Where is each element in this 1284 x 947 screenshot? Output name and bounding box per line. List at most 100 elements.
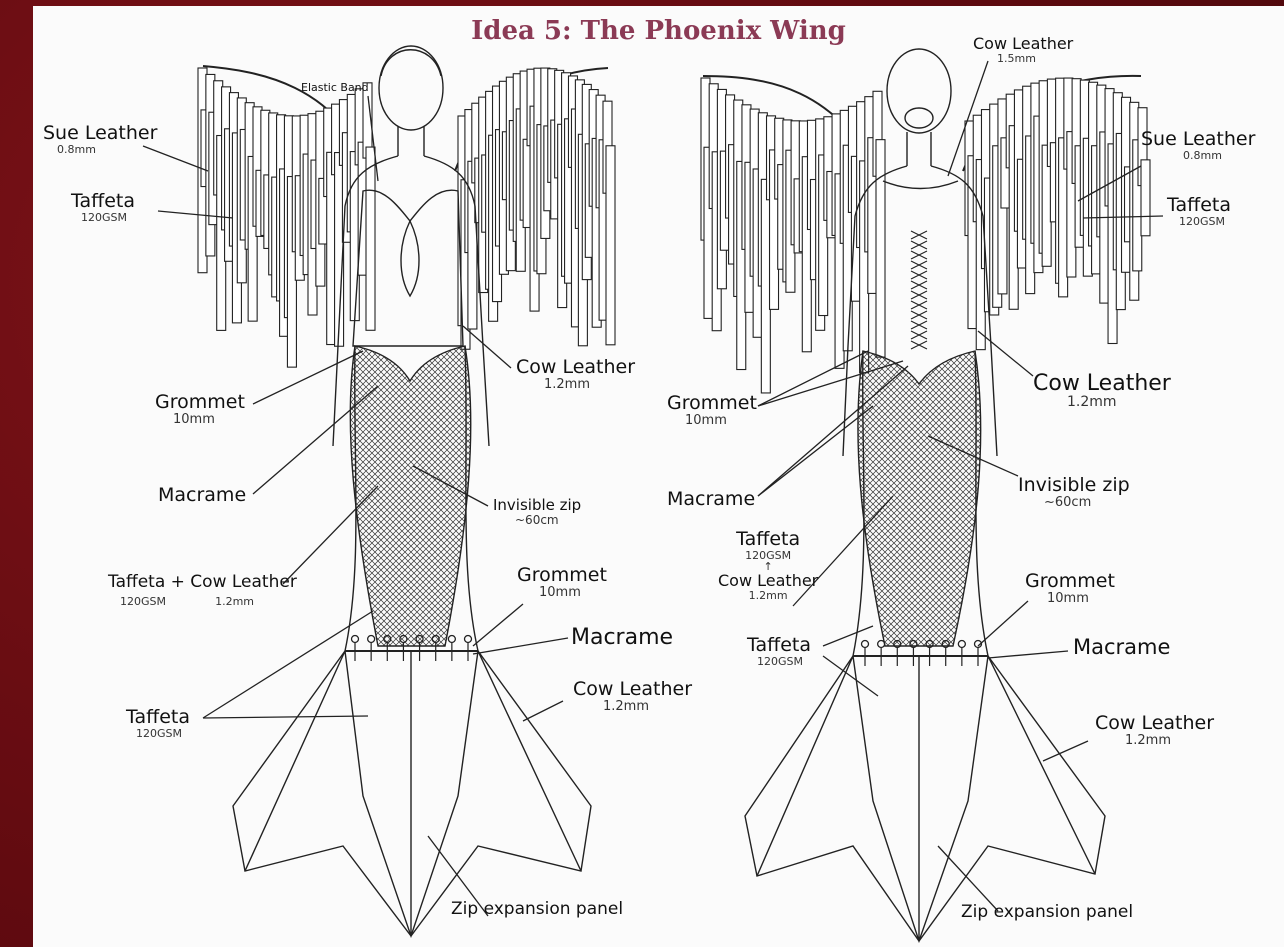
label-text: Taffeta: [71, 192, 135, 212]
label-spec: 120GSM: [1167, 216, 1231, 228]
label-text: Macrame: [1073, 636, 1170, 658]
label-back-cow-leather-waist: Cow Leather 1.2mm: [1033, 372, 1171, 410]
label-back-grommet-top: Grommet 10mm: [667, 394, 757, 428]
label-front-taffeta-cow: Taffeta + Cow Leather 120GSM 1.2mm: [108, 574, 297, 609]
label-text: Grommet: [517, 566, 607, 586]
label-text: Grommet: [667, 394, 757, 414]
front-right-wing: [455, 68, 615, 349]
label-back-taffeta-cow: Taffeta 120GSM ↑ Cow Leather 1.2mm: [718, 530, 818, 601]
grommet: [862, 641, 869, 648]
label-front-invisible-zip: Invisible zip ~60cm: [493, 498, 581, 526]
label-spec: 0.8mm: [1141, 150, 1255, 162]
corset-lace: [911, 261, 927, 269]
label-text: Cow Leather: [516, 358, 635, 378]
label-spec: 10mm: [1025, 592, 1115, 606]
label-back-invisible-zip: Invisible zip ~60cm: [1018, 476, 1130, 510]
label-spec: 10mm: [667, 414, 757, 428]
label-text: Macrame: [158, 486, 246, 506]
feather: [1141, 160, 1150, 236]
corset-lace: [911, 231, 927, 239]
label-spec: 120GSM: [126, 728, 190, 740]
grommet: [352, 636, 359, 643]
label-front-taffeta-bottom: Taffeta 120GSM: [126, 708, 190, 739]
grommet: [878, 641, 885, 648]
label-spec: 0.8mm: [43, 144, 157, 156]
back-left-wing: [701, 76, 885, 393]
label-text: Taffeta: [1167, 196, 1231, 216]
corset-lace: [911, 321, 927, 329]
grommet: [448, 636, 455, 643]
label-text: Macrame: [667, 490, 755, 510]
label-spec: ~60cm: [493, 514, 581, 527]
label-spec: 1.5mm: [973, 53, 1073, 65]
label-text: Cow Leather: [973, 36, 1073, 53]
corset-lace: [911, 341, 927, 349]
corset-lace: [911, 251, 927, 259]
label-spec: 120GSM: [71, 212, 135, 224]
corset-lace: [911, 311, 927, 319]
label-front-cow-leather-waist: Cow Leather 1.2mm: [516, 358, 635, 392]
label-text: Invisible zip: [1018, 476, 1130, 496]
label-text: Sue Leather: [1141, 130, 1255, 150]
label-front-taffeta-top: Taffeta 120GSM: [71, 192, 135, 223]
label-text: Grommet: [1025, 572, 1115, 592]
label-text: Cow Leather: [1033, 372, 1171, 395]
grommet: [958, 641, 965, 648]
label-spec: 1.2mm: [718, 590, 818, 602]
design-sheet: Idea 5: The Phoenix Wing: [33, 6, 1284, 947]
label-front-zip-panel: Zip expansion panel: [451, 901, 623, 919]
label-back-macrame-mid: Macrame: [667, 490, 755, 510]
label-spec: 120GSM: [108, 596, 166, 608]
front-view-figure: [198, 46, 615, 936]
label-text: Invisible zip: [493, 498, 581, 514]
label-spec: 120GSM: [747, 656, 811, 668]
corset-lace: [911, 281, 927, 289]
grommet: [368, 636, 375, 643]
label-spec: ~60cm: [1018, 496, 1130, 510]
label-front-elastic-band: Elastic Band: [301, 82, 369, 94]
label-text: Sue Leather: [43, 124, 157, 144]
label-back-cow-leather-tail: Cow Leather 1.2mm: [1095, 714, 1214, 748]
label-text: Zip expansion panel: [451, 901, 623, 919]
label-back-taffeta-top: Taffeta 120GSM: [1167, 196, 1231, 227]
label-text: Cow Leather: [1095, 714, 1214, 734]
label-spec: 1.2mm: [516, 378, 635, 392]
label-spec: 1.2mm: [1033, 395, 1171, 410]
label-front-cow-leather-tail: Cow Leather 1.2mm: [573, 680, 692, 714]
label-text: Cow Leather: [573, 680, 692, 700]
label-text: Taffeta + Cow Leather: [108, 574, 297, 592]
label-front-sue-leather: Sue Leather 0.8mm: [43, 124, 157, 155]
grommet: [465, 636, 472, 643]
label-text: Cow Leather: [718, 573, 818, 590]
label-front-macrame-bottom: Macrame: [571, 626, 673, 649]
label-back-taffeta-bottom: Taffeta 120GSM: [747, 636, 811, 667]
corset-lace: [911, 271, 927, 279]
label-spec: 10mm: [155, 413, 245, 427]
label-text: Macrame: [571, 626, 673, 649]
label-text: Taffeta: [718, 530, 818, 550]
label-back-cow-leather-top: Cow Leather 1.5mm: [973, 36, 1073, 64]
label-back-sue-leather: Sue Leather 0.8mm: [1141, 130, 1255, 161]
label-spec: 1.2mm: [1095, 734, 1214, 748]
label-spec: 10mm: [517, 586, 607, 600]
label-text: Taffeta: [126, 708, 190, 728]
corset-lace: [911, 291, 927, 299]
label-text: Elastic Band: [301, 82, 369, 94]
label-front-macrame-mid: Macrame: [158, 486, 246, 506]
label-back-grommet-bottom: Grommet 10mm: [1025, 572, 1115, 606]
corset-lace: [911, 301, 927, 309]
label-spec: 1.2mm: [171, 596, 254, 608]
feather: [876, 140, 885, 357]
label-front-grommet-bottom: Grommet 10mm: [517, 566, 607, 600]
corset-lace: [911, 241, 927, 249]
corset-lace: [911, 331, 927, 339]
feather: [366, 147, 375, 330]
label-back-macrame-bottom: Macrame: [1073, 636, 1170, 658]
label-text: Grommet: [155, 393, 245, 413]
label-text: Zip expansion panel: [961, 904, 1133, 922]
back-right-wing: [963, 76, 1150, 350]
feather: [606, 146, 615, 345]
label-front-grommet-top: Grommet 10mm: [155, 393, 245, 427]
label-back-zip-panel: Zip expansion panel: [961, 904, 1133, 922]
label-spec: 1.2mm: [573, 700, 692, 714]
